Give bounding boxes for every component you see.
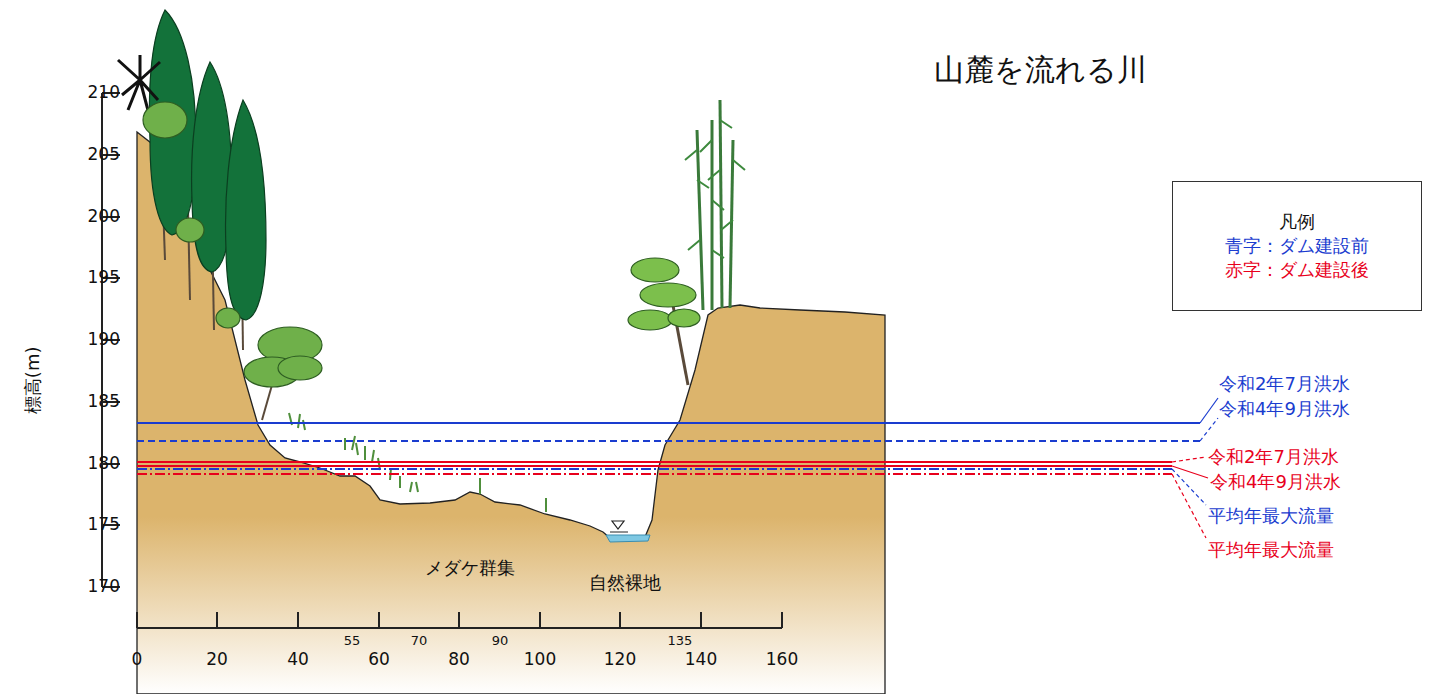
water-level-symbol	[612, 521, 624, 529]
tick-label: 200	[88, 207, 120, 227]
tick-label: 90	[492, 634, 509, 649]
vegetation-label: メダケ群集	[425, 558, 515, 579]
tick-label: 185	[88, 392, 120, 412]
tick-label: 210	[88, 83, 120, 103]
legend-box: 凡例青字：ダム建設前赤字：ダム建設後	[1172, 181, 1422, 311]
tick-label: 170	[88, 577, 120, 597]
tick-label: 205	[88, 145, 120, 165]
axis-title: 標高(m)	[24, 346, 45, 414]
tick-label: 135	[668, 634, 693, 649]
diagram-title: 山麓を流れる川	[934, 53, 1147, 88]
tick-label: 100	[524, 650, 556, 670]
water-level-label: 平均年最大流量	[1208, 506, 1334, 527]
legend-heading: 凡例	[1279, 210, 1315, 234]
legend-entry: 赤字：ダム建設後	[1225, 258, 1369, 282]
legend-entry: 青字：ダム建設前	[1225, 234, 1369, 258]
tick-label: 55	[344, 634, 361, 649]
tick-label: 40	[287, 650, 309, 670]
tick-label: 70	[411, 634, 428, 649]
tick-label: 190	[88, 330, 120, 350]
water-level-label: 平均年最大流量	[1208, 540, 1334, 561]
water-level-label: 令和2年7月洪水	[1208, 447, 1339, 468]
tick-label: 20	[206, 650, 228, 670]
tick-label: 120	[604, 650, 636, 670]
tick-label: 60	[368, 650, 390, 670]
tick-label: 140	[685, 650, 717, 670]
water-level-label: 令和2年7月洪水	[1219, 374, 1350, 395]
water	[606, 535, 650, 542]
tick-label: 0	[132, 650, 143, 670]
tick-label: 80	[448, 650, 470, 670]
right-bank-vegetation	[628, 100, 745, 385]
tick-label: 175	[88, 515, 120, 535]
left-forest	[118, 10, 546, 512]
tick-label: 195	[88, 268, 120, 288]
water-levels	[137, 398, 1218, 538]
tick-label: 160	[766, 650, 798, 670]
water-level-label: 令和4年9月洪水	[1210, 472, 1341, 493]
vegetation-label: 自然裸地	[589, 573, 661, 594]
water-level-label: 令和4年9月洪水	[1219, 399, 1350, 420]
tick-label: 180	[88, 454, 120, 474]
